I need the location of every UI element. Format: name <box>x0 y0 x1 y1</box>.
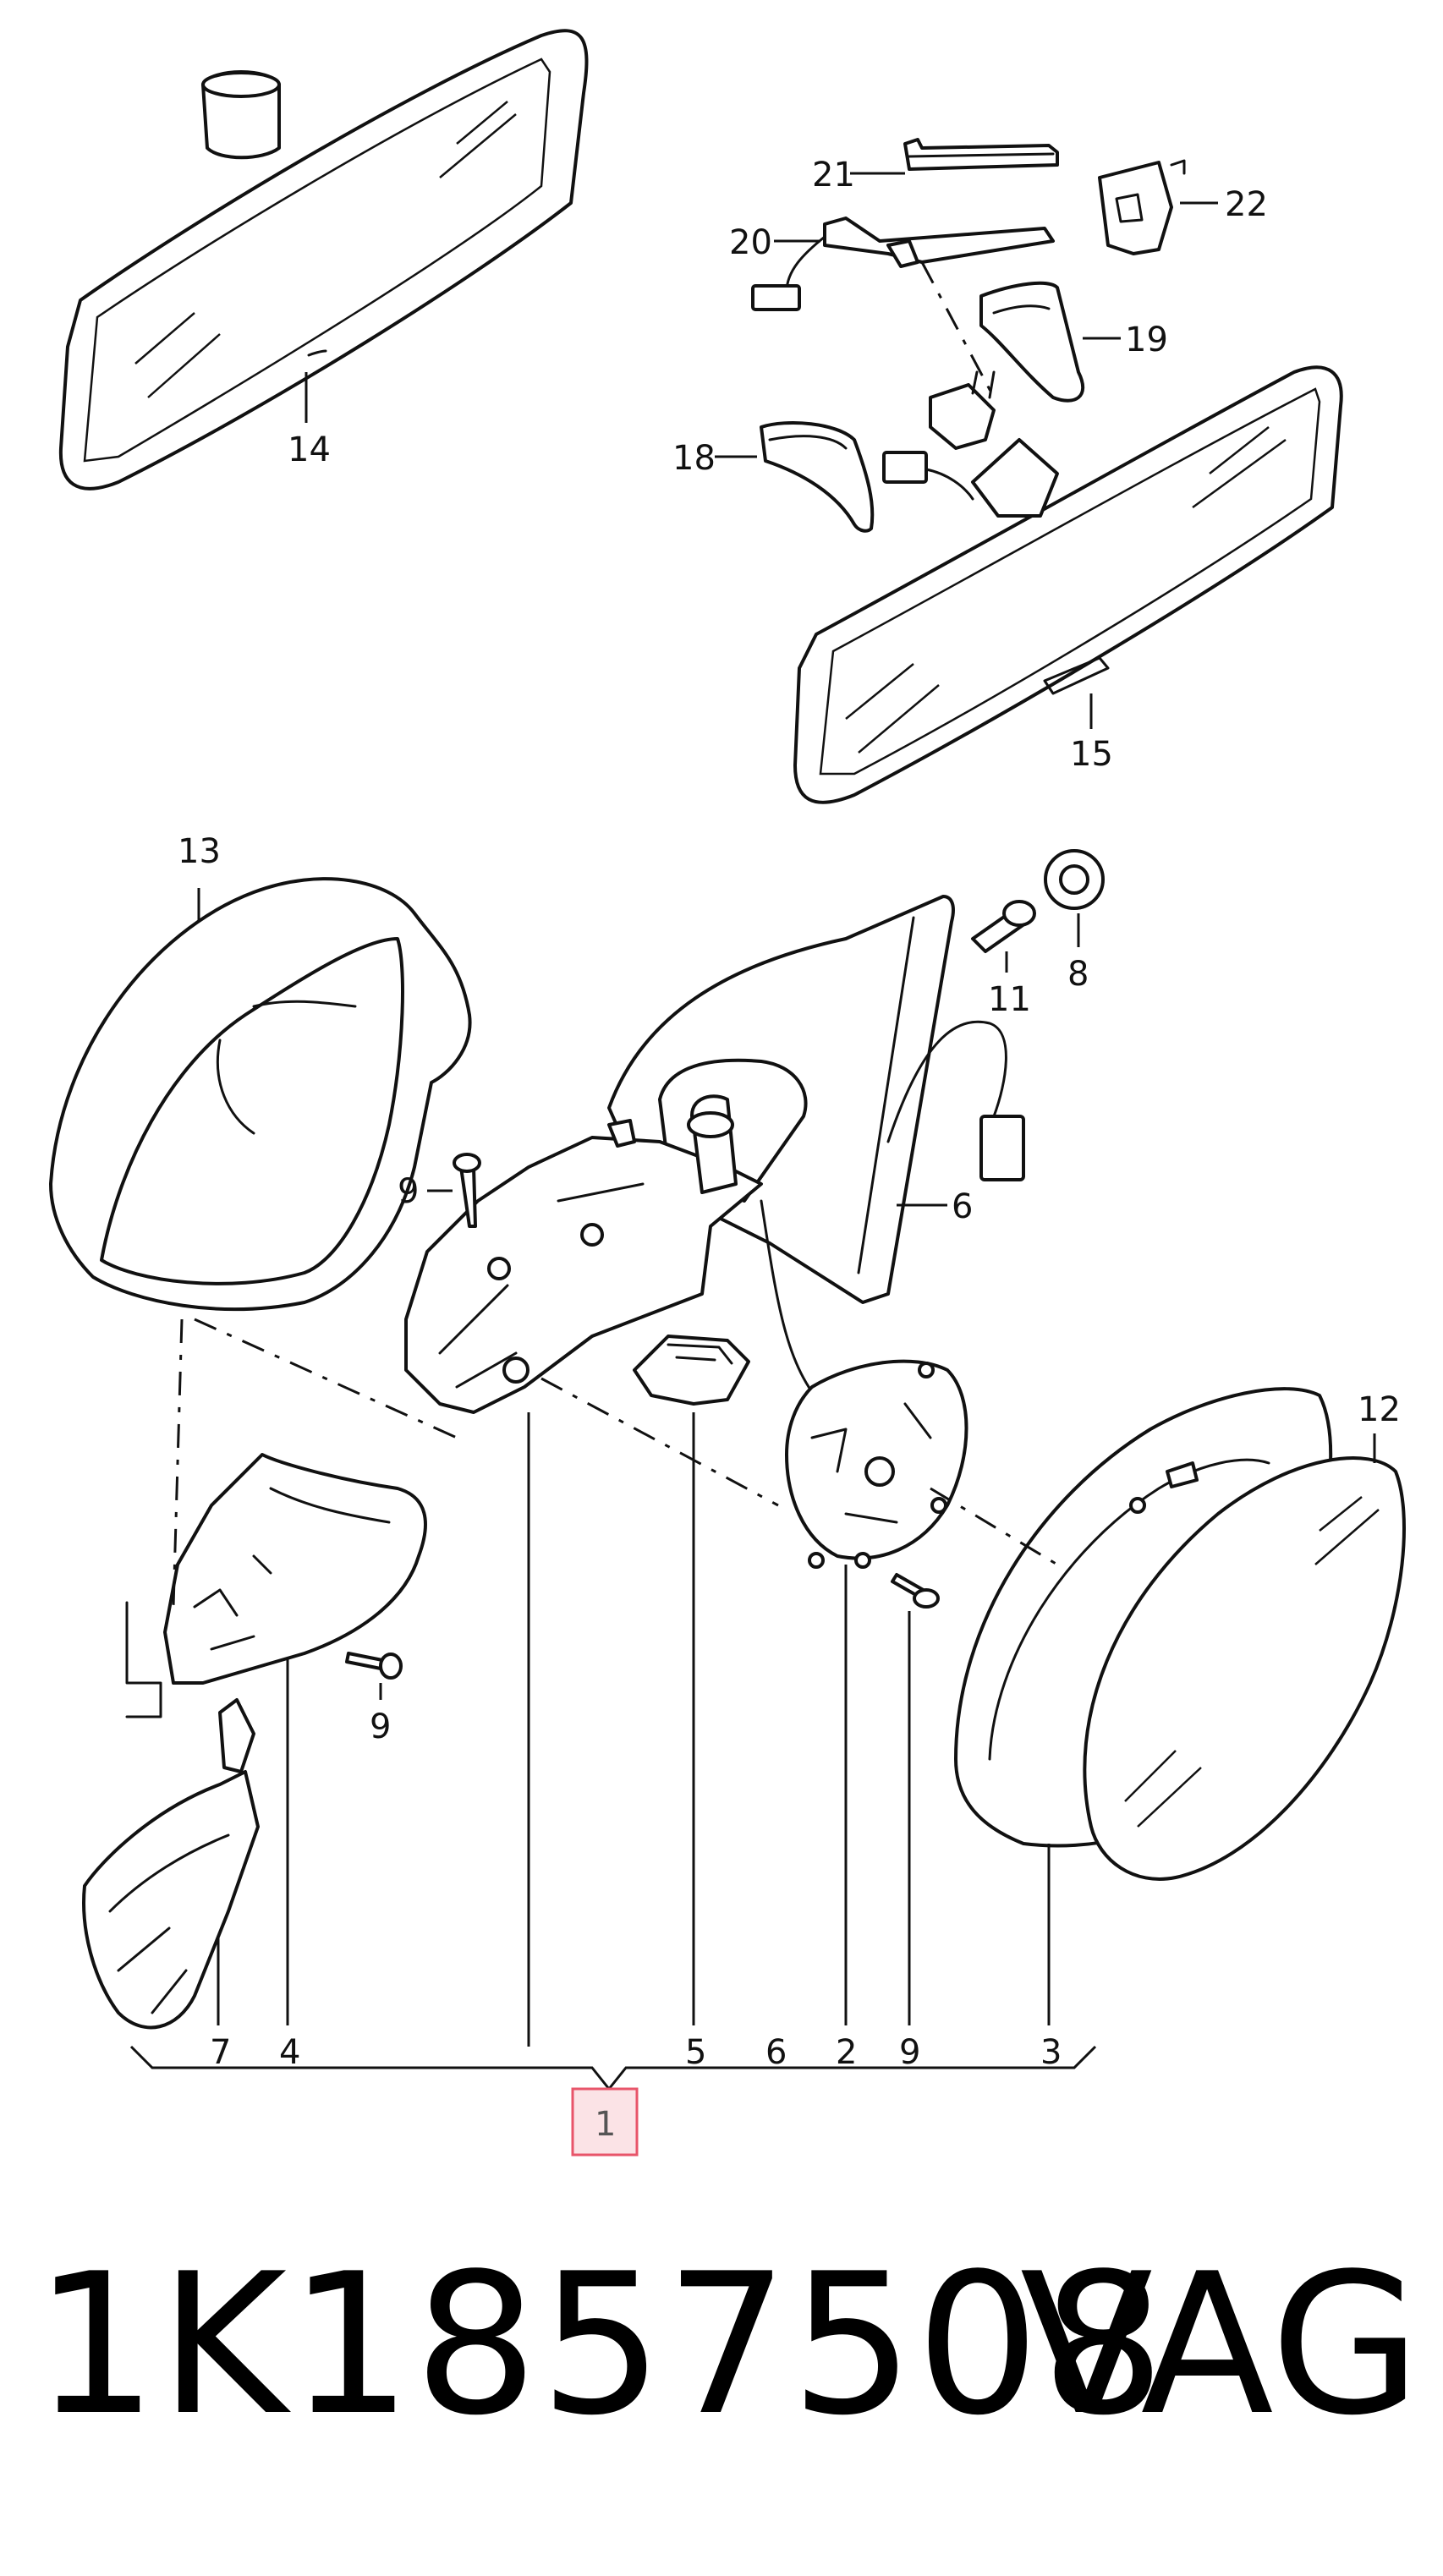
callout-6-top: 6 <box>952 1187 973 1226</box>
assembly-brace <box>129 2045 1097 2091</box>
part-12-mirror-glass <box>1083 1456 1406 1881</box>
brand-name: VAG <box>1019 2233 1421 2458</box>
callout-7: 7 <box>210 2033 231 2072</box>
callout-9-top: 9 <box>398 1172 419 1211</box>
part-2-adjustment-motor <box>785 1359 968 1569</box>
part-21-cover-strip <box>903 138 1059 171</box>
part-9-screw-lower <box>345 1652 403 1680</box>
cable-6 <box>886 1020 1007 1143</box>
part-7-turn-signal-housing <box>82 1698 260 2030</box>
callout-6-bottom: 6 <box>765 2033 787 2072</box>
callout-14: 14 <box>288 430 331 469</box>
callout-20: 20 <box>729 223 772 262</box>
callout-15: 15 <box>1070 735 1113 774</box>
callout-21: 21 <box>812 156 855 195</box>
callout-9-bottom: 9 <box>899 2033 920 2072</box>
footer: 1K1857508 VAG <box>34 2233 1421 2469</box>
part-15-interior-mirror-auto-dimming <box>793 365 1343 804</box>
part-19-housing-half <box>979 281 1085 403</box>
callout-19: 19 <box>1125 321 1168 359</box>
callout-2: 2 <box>836 2033 857 2072</box>
callout-8: 8 <box>1067 955 1089 994</box>
callout-18: 18 <box>672 439 716 478</box>
part-20-wiring-cover <box>751 216 1055 311</box>
assembly-label: 1 <box>595 2105 616 2144</box>
callout-13: 13 <box>178 832 221 871</box>
callout-22: 22 <box>1225 185 1268 224</box>
part-5-trim-piece <box>633 1335 750 1406</box>
bracket-outline-left <box>125 1601 162 1718</box>
part-9-screw-motor <box>891 1573 940 1609</box>
part-8-grommet <box>1044 849 1105 910</box>
callout-4: 4 <box>279 2033 300 2072</box>
mirror-bracket-frame <box>404 1094 763 1414</box>
callout-3: 3 <box>1040 2033 1062 2072</box>
exploded-parts-diagram: 14 15 21 22 20 19 18 <box>49 29 1406 2157</box>
part-18-housing-half <box>760 421 875 533</box>
connector-plug <box>882 370 996 501</box>
assembly-callout-1[interactable]: 1 <box>571 2087 639 2157</box>
callout-9-lower: 9 <box>370 1707 391 1746</box>
part-4-housing-shell <box>163 1453 427 1685</box>
part-9-screw-top <box>453 1153 481 1228</box>
part-22-clip <box>1098 159 1186 255</box>
connector-6 <box>979 1115 1025 1181</box>
part-number: 1K1857508 <box>34 2233 1167 2458</box>
part-11-screw <box>971 900 1036 953</box>
callout-5: 5 <box>685 2033 706 2072</box>
callout-12: 12 <box>1358 1390 1401 1429</box>
part-13-mirror-housing <box>49 877 472 1312</box>
part-14-interior-mirror <box>58 29 589 491</box>
callout-11: 11 <box>988 980 1031 1019</box>
